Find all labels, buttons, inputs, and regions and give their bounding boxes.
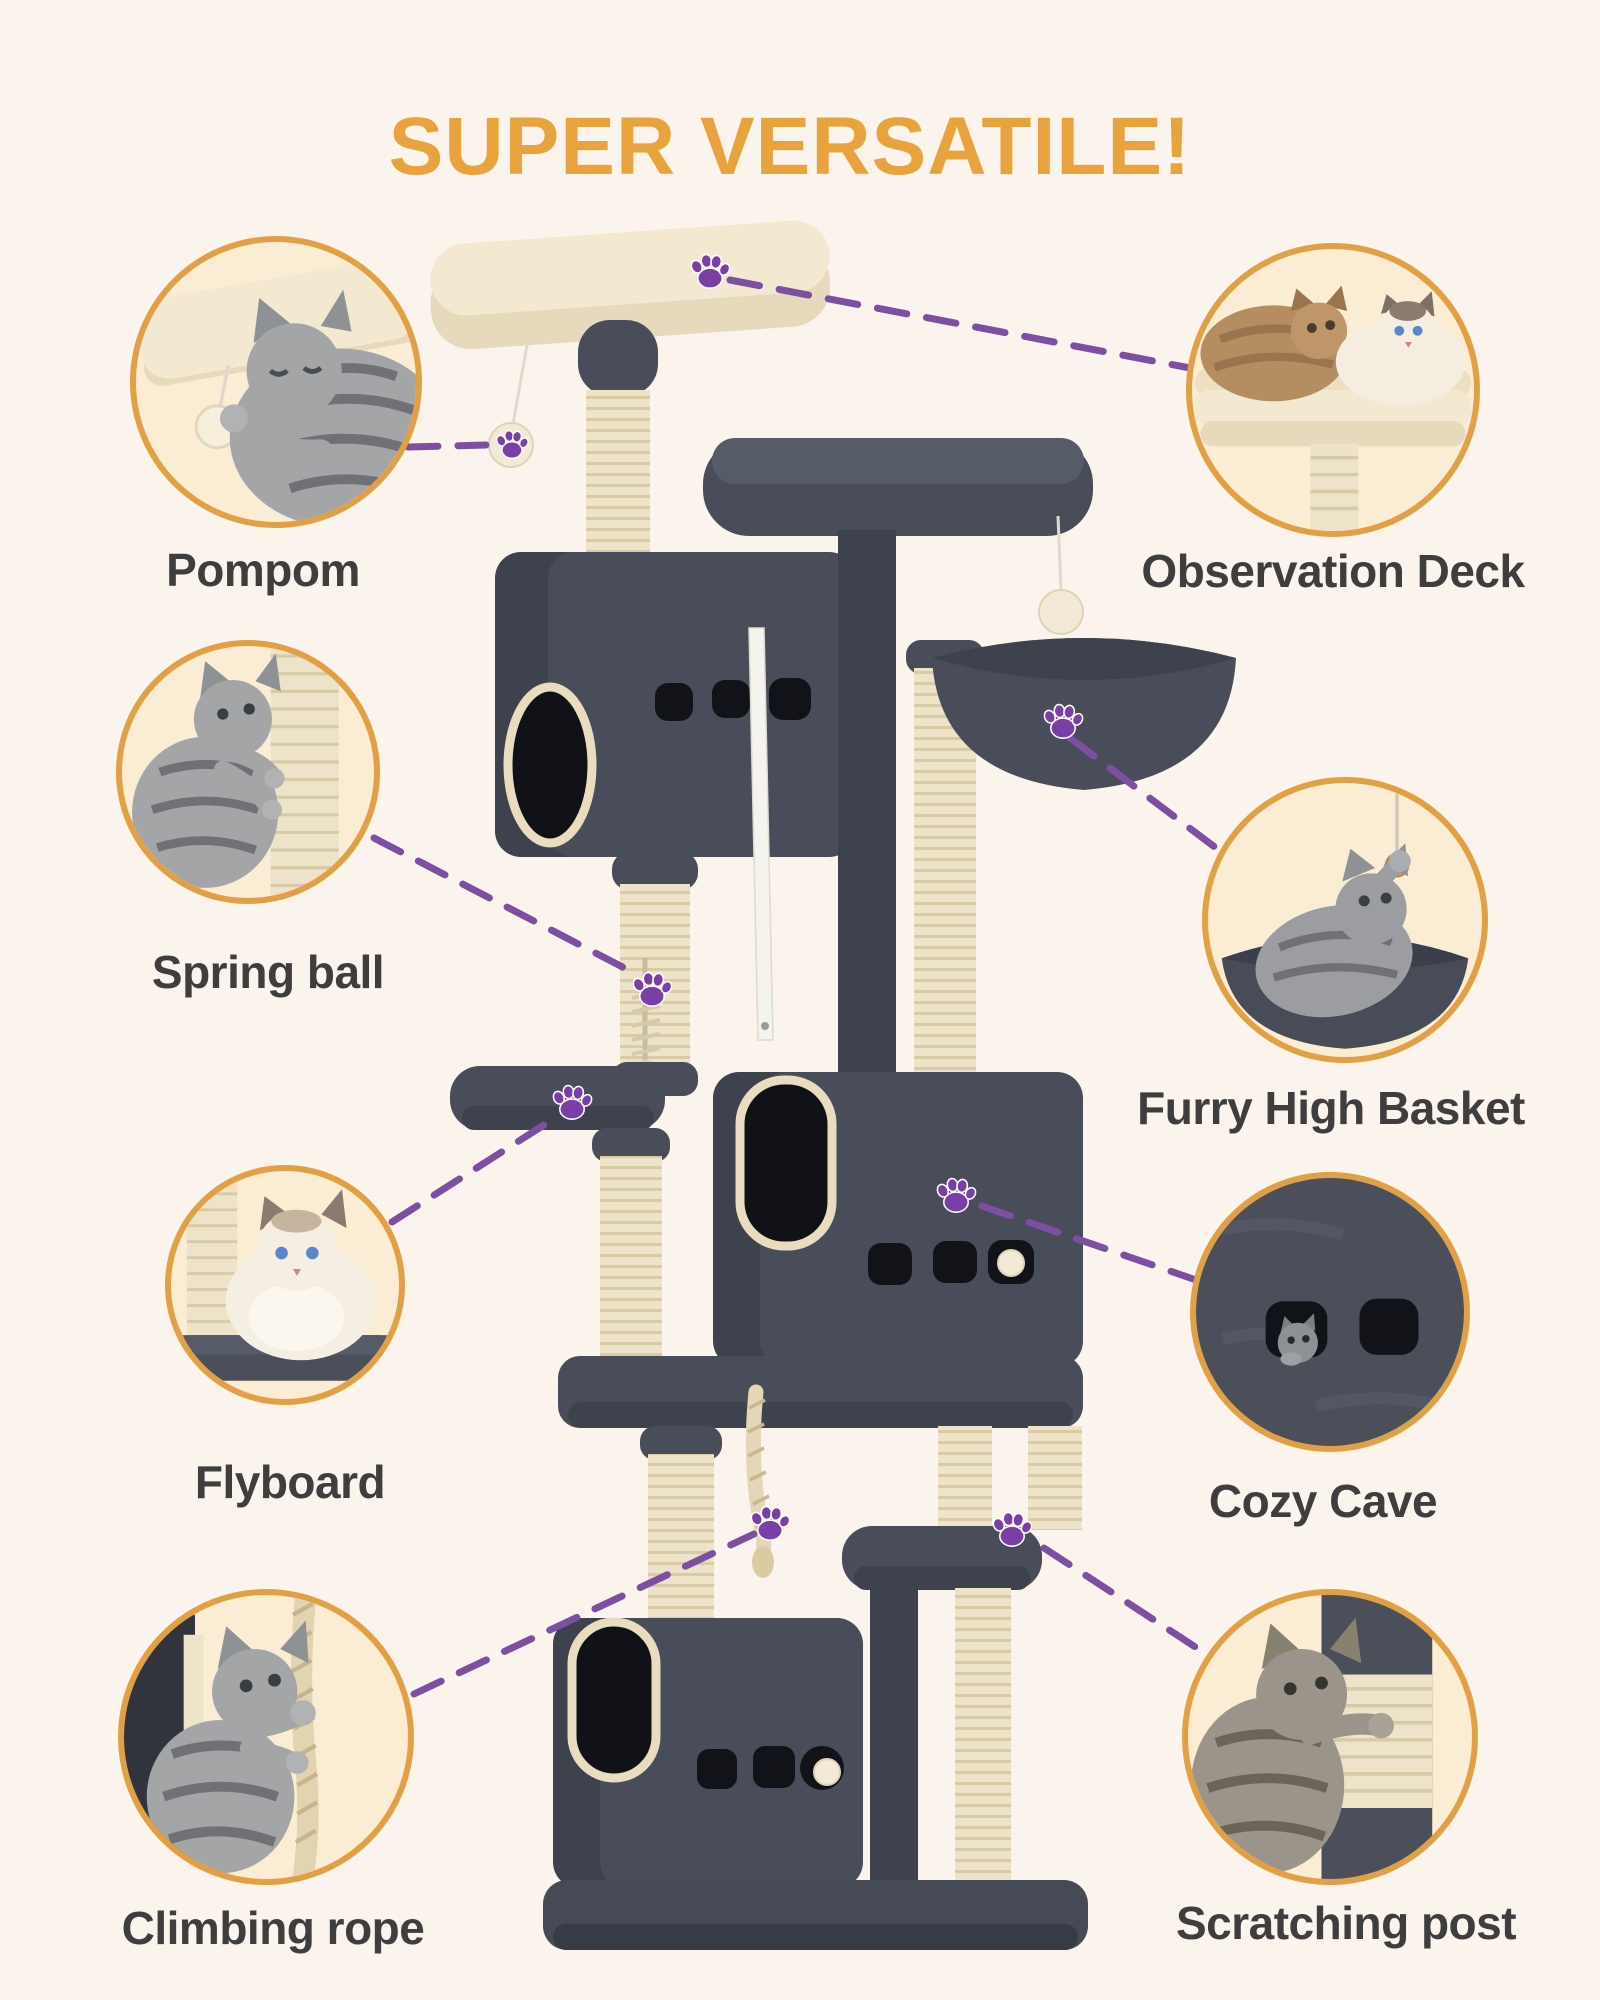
flyboard-platform (450, 1066, 670, 1358)
connector-observation-deck (726, 276, 1194, 372)
step-platform (842, 1526, 1042, 1884)
page-title: SUPER VERSATILE! (388, 101, 1192, 192)
ragdoll-cat (225, 1189, 377, 1361)
upper-condo-door (503, 682, 597, 848)
high-basket (932, 638, 1236, 790)
base-board (543, 1880, 1088, 1950)
connector-spring-ball (370, 834, 640, 978)
hanging-ball-toy (1038, 515, 1084, 635)
kitten (146, 1620, 316, 1874)
kitten (1255, 843, 1413, 1018)
connector-furry-high-basket (1066, 734, 1220, 852)
kitten (132, 653, 285, 888)
climbing-rope-scene (124, 1595, 319, 1879)
callout-climbing-rope-photo (118, 1589, 414, 1885)
callout-furry-high-basket-photo (1202, 777, 1488, 1063)
label-spring-ball: Spring ball (151, 946, 385, 998)
connector-cozy-cave (978, 1202, 1200, 1284)
observation-deck-scene (1194, 285, 1472, 531)
mid-board (558, 1356, 1083, 1428)
label-furry-high-basket: Furry High Basket (1137, 1082, 1525, 1134)
callout-spring-ball-photo (116, 640, 380, 904)
lower-posts (640, 1426, 1082, 1624)
top-perch-post (578, 320, 658, 558)
connector-flyboard (388, 1112, 562, 1226)
scratching-post-scene (1190, 1595, 1433, 1879)
callout-scratching-post-photo (1182, 1589, 1478, 1885)
middle-condo (713, 1072, 1083, 1367)
white-ragdoll-cat (1335, 291, 1466, 406)
bottom-condo-door (567, 1617, 661, 1783)
connector-climbing-rope (410, 1530, 758, 1698)
upper-condo (495, 552, 855, 857)
spring-ball-post (612, 852, 698, 1096)
cozy-cave-scene (1196, 1178, 1464, 1446)
cat-tree (430, 220, 1236, 1950)
callout-flyboard-photo (165, 1165, 405, 1405)
fluffy-brown-cat (1200, 285, 1348, 402)
callout-pompom-photo (130, 236, 422, 528)
flyboard-scene (175, 1180, 395, 1381)
callout-cozy-cave-photo (1190, 1172, 1470, 1452)
pompom-scene (136, 259, 416, 522)
connector-pompom (404, 441, 490, 451)
peeking-kitten (1277, 1313, 1318, 1366)
spring-ball-scene (132, 646, 339, 898)
label-flyboard: Flyboard (194, 1456, 386, 1508)
label-observation-deck: Observation Deck (1141, 545, 1525, 597)
bottom-condo (553, 1617, 863, 1888)
spring-strip-toy (748, 627, 774, 1041)
label-climbing-rope: Climbing rope (121, 1902, 425, 1954)
tabby-cat (1190, 1617, 1394, 1874)
callout-observation-deck-photo (1186, 243, 1480, 537)
label-scratching-post: Scratching post (1175, 1897, 1517, 1949)
label-pompom: Pompom (166, 544, 360, 596)
connectors (370, 276, 1220, 1698)
furry-high-basket-scene (1221, 783, 1469, 1049)
tabby-cat (220, 289, 416, 522)
connector-scratching-post (1040, 1544, 1210, 1658)
middle-condo-door (735, 1075, 837, 1251)
label-cozy-cave: Cozy Cave (1208, 1475, 1438, 1527)
